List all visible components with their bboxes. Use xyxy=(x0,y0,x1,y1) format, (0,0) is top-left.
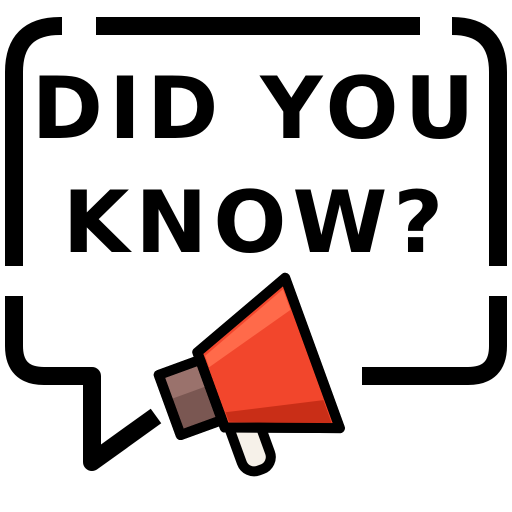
bubble-tail xyxy=(5,296,162,471)
bubble-bottom-right xyxy=(362,296,507,385)
megaphone-horn-highlight xyxy=(205,289,291,368)
headline-line-2: KNOW? xyxy=(62,173,450,273)
headline-line-1: DID YOU xyxy=(31,59,481,159)
bubble-corner-top-left xyxy=(5,17,69,266)
bubble-corner-top-right xyxy=(451,17,507,266)
megaphone-horn-shade xyxy=(225,400,333,425)
megaphone-horn-outline xyxy=(192,272,345,434)
megaphone-back-highlight xyxy=(165,366,205,399)
